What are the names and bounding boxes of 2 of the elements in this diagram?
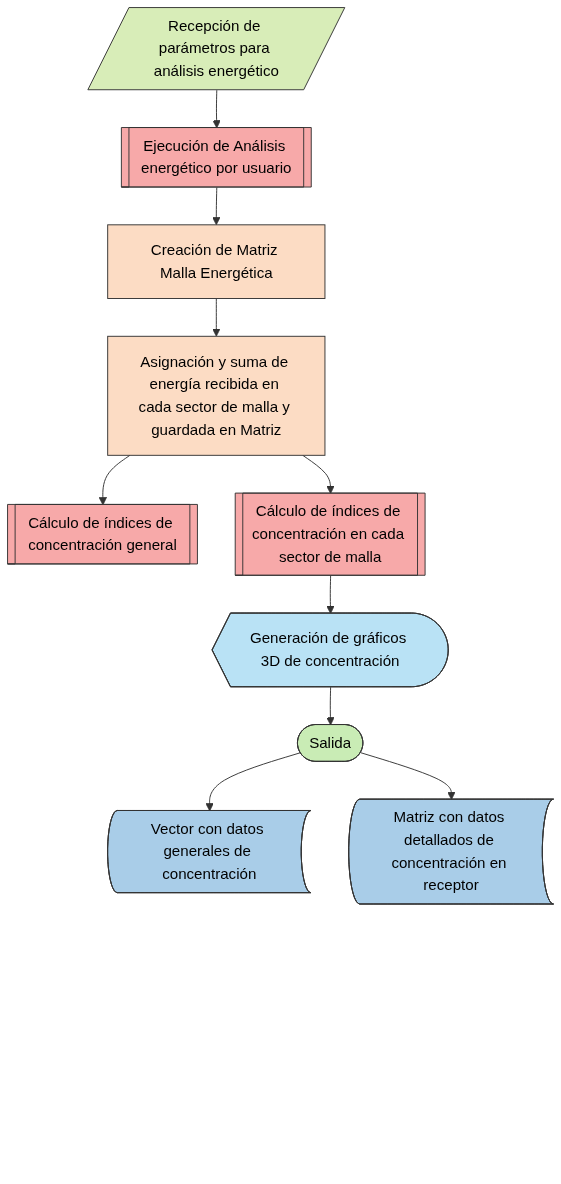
node-box: Creación de Matriz Malla Energética [107,224,326,299]
node-box: Asignación y suma de energía recibida en cada sector de malla y guardada en Matriz [107,335,326,456]
